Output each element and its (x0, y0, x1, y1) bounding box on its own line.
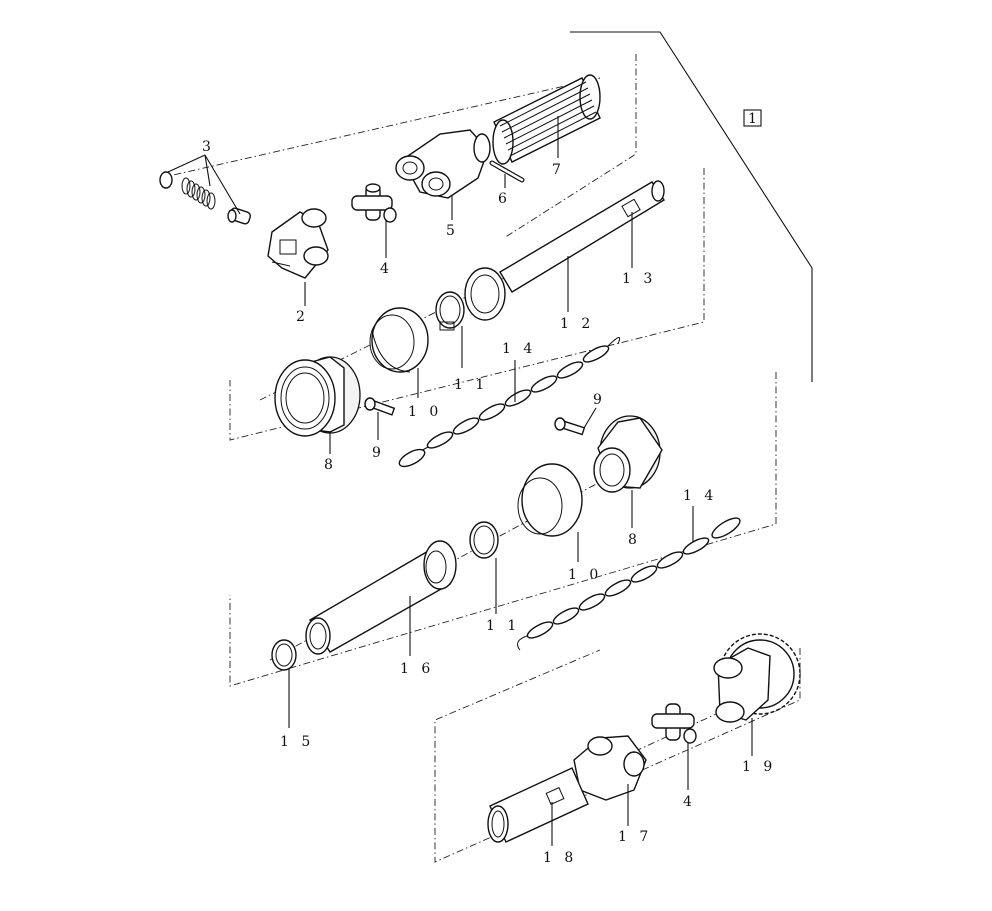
callout-19: 1 9 (742, 759, 776, 775)
callout-8-lower: 8 (628, 532, 641, 548)
part-2-yoke (267, 208, 329, 279)
part-10-bearing-ring-lower (517, 463, 583, 537)
part-7-splined-tube (492, 74, 601, 165)
part-10-bearing-ring-upper (369, 307, 429, 373)
callout-13: 1 3 (622, 271, 656, 287)
part-11-clamp-ring-upper (435, 291, 465, 331)
callout-5: 5 (446, 223, 459, 239)
callout-15: 1 5 (280, 734, 314, 750)
assembly-bracket: 1 (570, 31, 813, 382)
part-4-cross-journal-top (351, 183, 397, 223)
part-15-ring (271, 639, 297, 671)
callout-11-lower: 1 1 (486, 618, 520, 634)
leader-lines (167, 116, 753, 846)
part-9-bolt-upper (364, 397, 396, 416)
callout-7: 7 (552, 162, 565, 178)
part-17-inner-yoke (573, 735, 647, 801)
center-axes (159, 77, 791, 819)
callout-2: 2 (296, 309, 309, 325)
callout-16: 1 6 (400, 661, 434, 677)
part-16-outer-tube (305, 540, 457, 655)
callout-3: 3 (202, 139, 215, 155)
callout-9-lower: 9 (593, 392, 606, 408)
part-12-inner-tube (464, 180, 665, 321)
callout-10-lower: 1 0 (568, 567, 602, 583)
callout-numbers: 2 3 4 5 6 7 1 3 1 2 1 4 1 1 1 0 8 9 9 8 … (202, 139, 776, 866)
callout-4-top: 4 (380, 261, 393, 277)
part-8-guard-cone-upper (274, 356, 361, 437)
part-6-pin (489, 160, 525, 183)
assembly-box-label: 1 (748, 111, 757, 127)
callout-4-bottom: 4 (683, 794, 696, 810)
callout-18: 1 8 (543, 850, 577, 866)
part-8-guard-cone-lower (593, 415, 663, 493)
part-5-yoke (395, 129, 491, 199)
callout-14-lower: 1 4 (683, 488, 717, 504)
group-frames (229, 54, 801, 863)
part-19-yoke-gear (713, 633, 801, 723)
part-9-bolt-lower (554, 417, 586, 436)
callout-6: 6 (498, 191, 511, 207)
callout-10-upper: 1 0 (408, 404, 442, 420)
part-14-safety-chain-upper (398, 337, 621, 468)
callout-8-upper: 8 (324, 457, 337, 473)
callout-14-upper: 1 4 (502, 341, 536, 357)
callout-11-upper: 1 1 (454, 377, 488, 393)
part-4-cross-journal-bottom (651, 703, 697, 744)
part-18-profile-tube (487, 767, 589, 843)
part-3-spring-pin-set (159, 171, 252, 225)
callout-12: 1 2 (560, 316, 594, 332)
callout-17: 1 7 (618, 829, 652, 845)
part-11-clamp-ring-lower (469, 521, 499, 559)
callout-9-upper: 9 (372, 445, 385, 461)
part-14-safety-chain-lower (517, 517, 741, 651)
